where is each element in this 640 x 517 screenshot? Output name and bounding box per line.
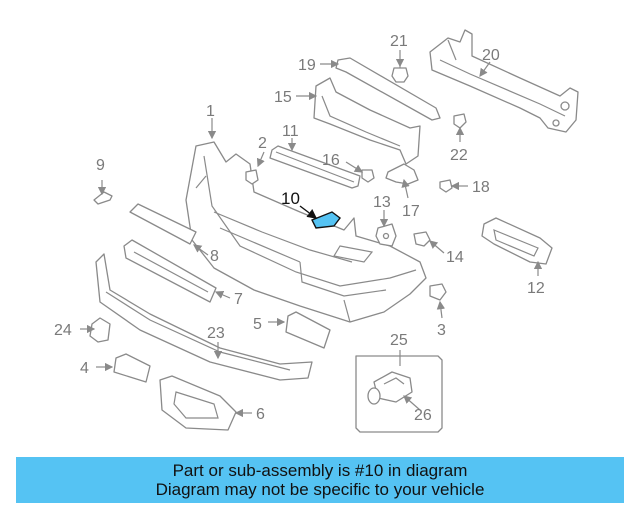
label-22: 22 xyxy=(450,147,468,164)
part-2-clip xyxy=(245,169,259,185)
callout-numbers: 1 2 3 4 5 6 7 8 9 10 11 12 13 14 15 16 1… xyxy=(54,33,545,424)
label-3: 3 xyxy=(437,322,446,339)
label-25: 25 xyxy=(390,332,408,349)
label-18: 18 xyxy=(472,179,490,196)
part-6-bezel xyxy=(159,375,237,431)
info-banner: Part or sub-assembly is #10 in diagram D… xyxy=(16,457,624,503)
label-4: 4 xyxy=(80,360,89,377)
label-1: 1 xyxy=(206,103,215,120)
label-11: 11 xyxy=(282,123,299,140)
part-12-trim xyxy=(481,217,553,265)
part-16-bolt xyxy=(361,169,375,183)
part-3-bolt xyxy=(429,283,447,301)
part-15-frame xyxy=(313,77,421,165)
part-1-bumper-cover xyxy=(185,141,427,323)
label-9: 9 xyxy=(96,157,105,174)
label-5: 5 xyxy=(253,316,262,333)
label-19: 19 xyxy=(298,57,316,74)
part-5-plate xyxy=(285,311,331,349)
label-23: 23 xyxy=(207,325,225,342)
label-7: 7 xyxy=(234,291,243,308)
part-13-bracket xyxy=(375,223,397,247)
part-7-lower-grille xyxy=(123,239,217,303)
label-16: 16 xyxy=(322,152,340,169)
label-24: 24 xyxy=(54,322,72,339)
part-20-reinforcement xyxy=(429,29,579,133)
part-10-highlighted xyxy=(311,211,341,229)
part-4-bracket xyxy=(113,353,151,383)
part-8-plate xyxy=(129,203,197,245)
label-12: 12 xyxy=(527,280,545,297)
part-9-bracket xyxy=(93,191,113,205)
label-15: 15 xyxy=(274,89,292,106)
part-26-sensor xyxy=(367,371,413,405)
label-14: 14 xyxy=(446,249,464,266)
part-22-clip xyxy=(453,113,467,129)
label-20: 20 xyxy=(482,47,500,64)
part-14-bolt xyxy=(413,231,431,247)
label-2: 2 xyxy=(258,135,267,152)
label-10: 10 xyxy=(281,189,300,208)
label-8: 8 xyxy=(210,248,219,265)
part-17-bracket xyxy=(385,163,419,185)
part-23-spoiler xyxy=(95,253,313,381)
part-24-plate xyxy=(89,317,111,343)
label-17: 17 xyxy=(402,203,420,220)
label-26: 26 xyxy=(414,407,432,424)
leader-lines xyxy=(80,50,543,418)
banner-line-1: Part or sub-assembly is #10 in diagram xyxy=(172,461,468,480)
part-18-bolt xyxy=(439,179,453,193)
label-6: 6 xyxy=(256,406,265,423)
banner-line-2: Diagram may not be specific to your vehi… xyxy=(155,480,485,499)
part-19-bracket xyxy=(335,57,441,121)
label-13: 13 xyxy=(373,194,391,211)
label-21: 21 xyxy=(390,33,408,50)
part-11-grille-molding xyxy=(269,145,361,189)
